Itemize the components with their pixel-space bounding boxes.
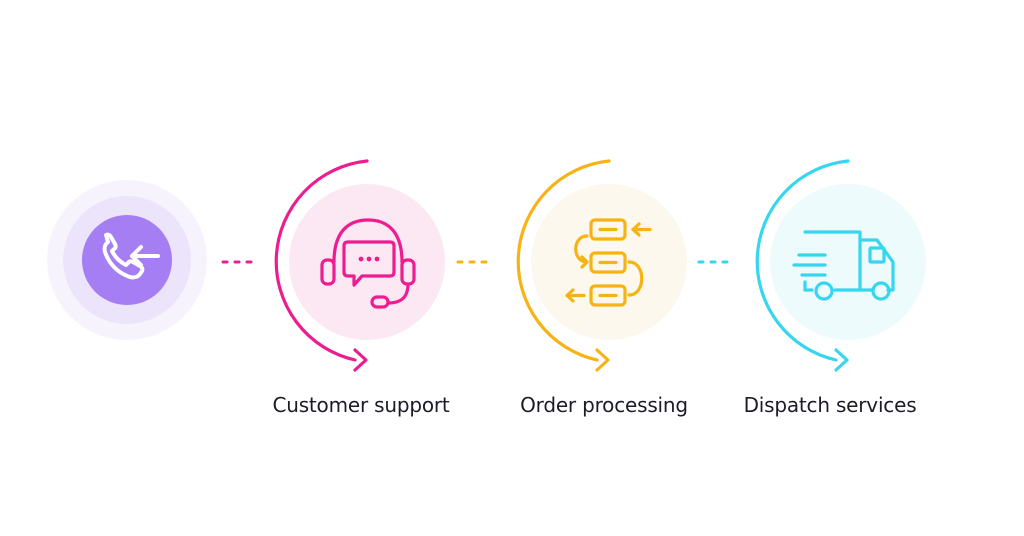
step-label-order-processing: Order processing xyxy=(520,393,688,417)
step-dispatch-services xyxy=(755,159,926,372)
incoming-call-icon xyxy=(102,232,160,280)
support-bg-circle xyxy=(289,184,445,340)
order-arc-arrow xyxy=(516,159,611,362)
call-inner-circle xyxy=(82,215,172,305)
step-customer-support xyxy=(274,159,445,372)
step-label-dispatch-services: Dispatch services xyxy=(743,393,917,417)
dispatch-bg-circle xyxy=(770,184,926,340)
support-arrowhead xyxy=(353,348,368,372)
step-incoming-call xyxy=(47,180,207,340)
support-arc-arrow xyxy=(274,159,369,362)
delivery-truck-icon xyxy=(792,230,895,301)
dispatch-arrowhead xyxy=(834,348,849,372)
step-label-customer-support: Customer support xyxy=(272,393,450,417)
process-flow-icon xyxy=(565,218,652,307)
step-order-processing xyxy=(516,159,687,372)
order-arrowhead xyxy=(595,348,610,372)
chat-dots xyxy=(358,256,380,262)
dispatch-arc-arrow xyxy=(755,159,850,362)
headset-chat-icon xyxy=(320,218,416,309)
